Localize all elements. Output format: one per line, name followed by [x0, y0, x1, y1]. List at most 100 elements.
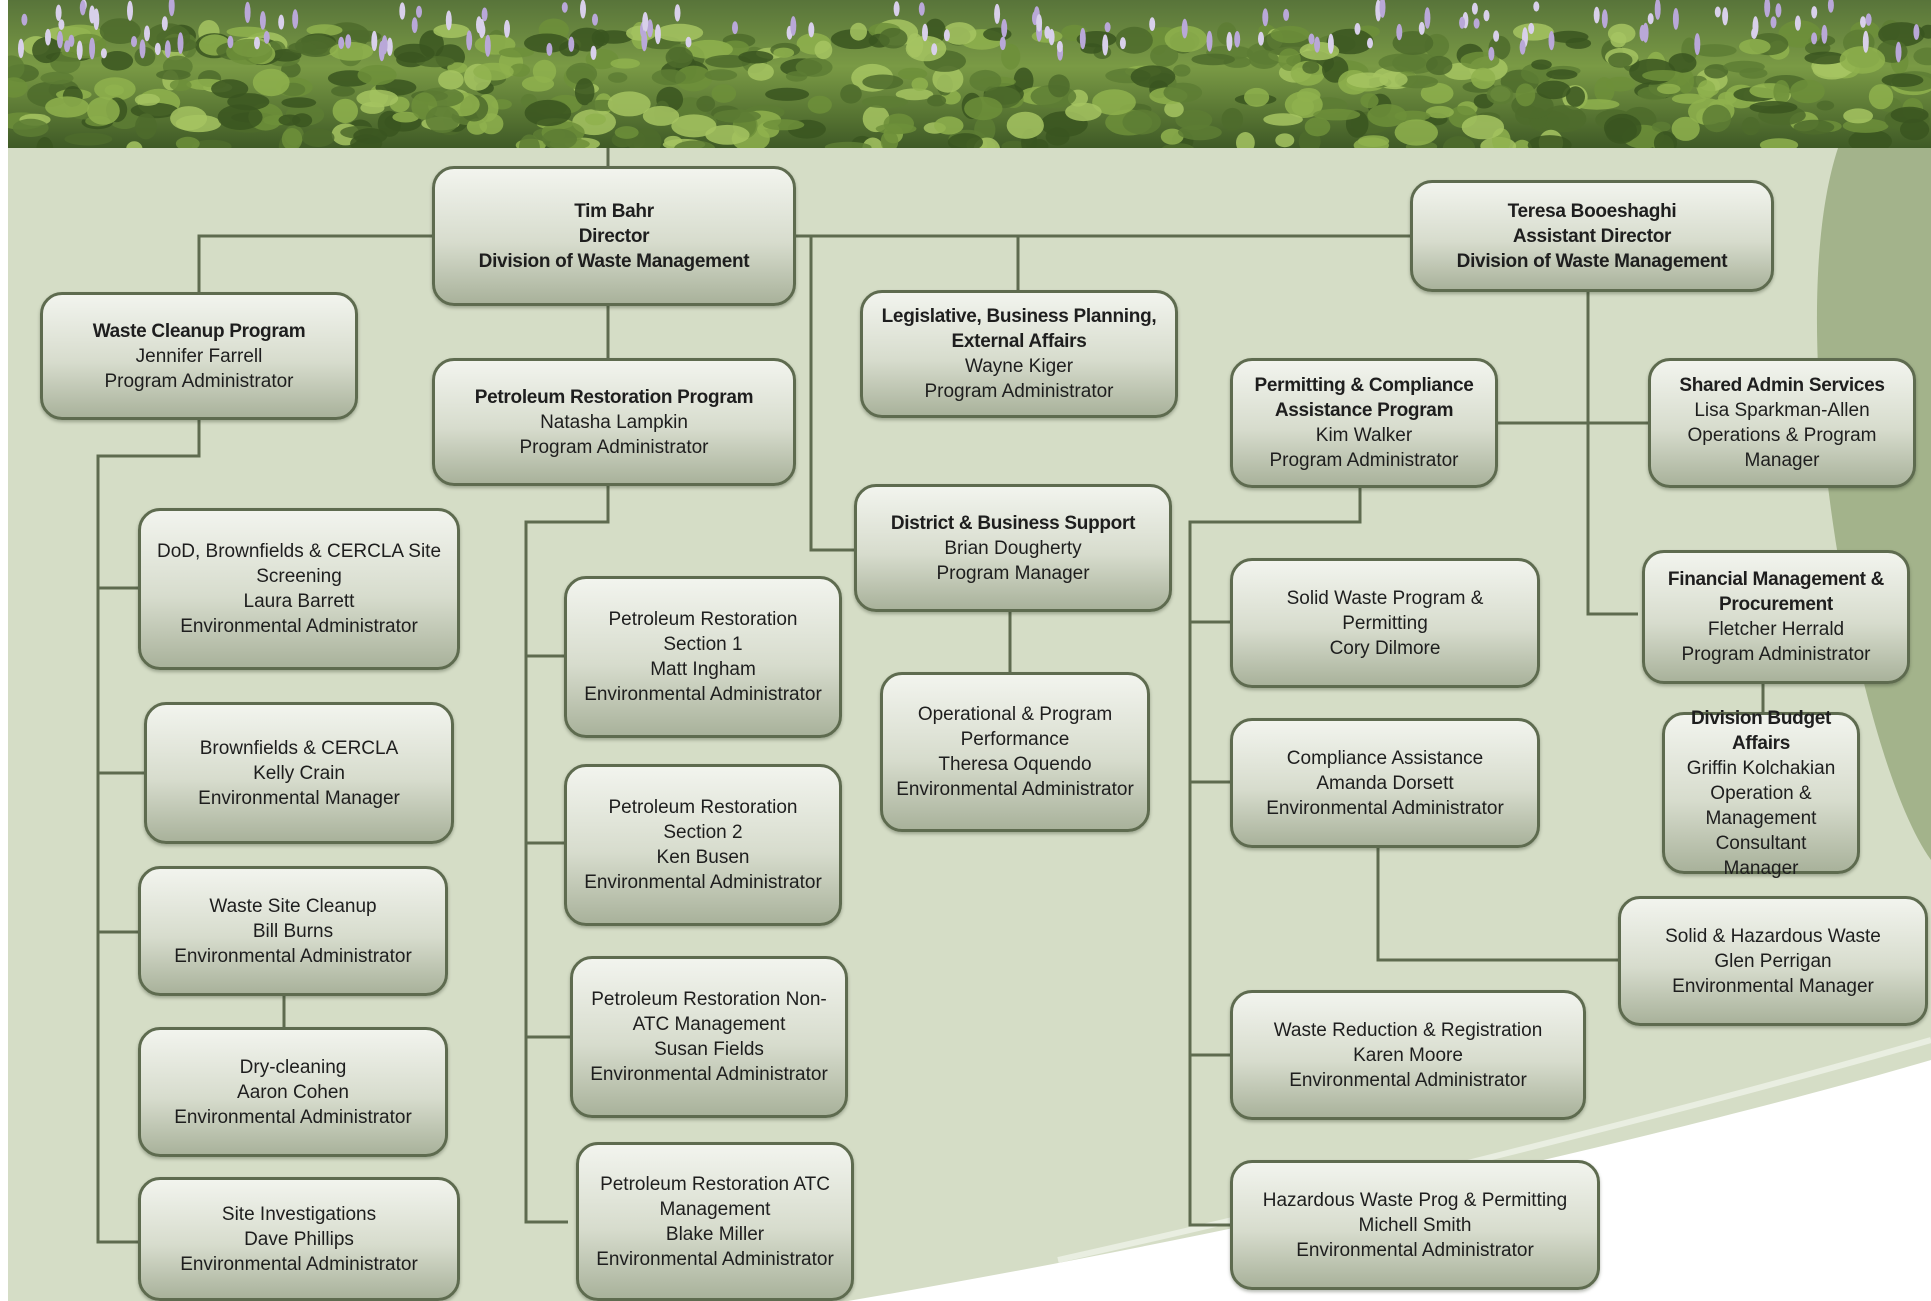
- dod-name: Laura Barrett: [243, 591, 355, 612]
- foliage-banner: [8, 0, 1931, 148]
- budget-role: Operation & Management Consultant Manage…: [1705, 782, 1817, 879]
- org-chart: Tim Bahr Director Division of Waste Mana…: [8, 0, 1931, 1301]
- financial-title: Financial Management & Procurement: [1667, 569, 1885, 615]
- pr-non-atc-title: Petroleum Restoration Non-ATC Management: [591, 989, 827, 1035]
- brownfields-role: Environmental Manager: [198, 787, 400, 809]
- solid-haz-title: Solid & Hazardous Waste: [1665, 925, 1881, 947]
- waste-site-box: Waste Site Cleanup Bill Burns Environmen…: [138, 866, 448, 996]
- pr-non-atc-role: Environmental Administrator: [590, 1064, 828, 1085]
- site-investigations-box: Site Investigations Dave Phillips Enviro…: [138, 1177, 460, 1301]
- hazardous-box: Hazardous Waste Prog & Permitting Michel…: [1230, 1160, 1600, 1290]
- connector-lines: [96, 148, 1765, 1244]
- drycleaning-role: Environmental Administrator: [174, 1106, 412, 1128]
- asst-director-box: Teresa Booeshaghi Assistant Director Div…: [1410, 180, 1774, 292]
- financial-role: Program Administrator: [1681, 644, 1871, 665]
- pr-section1-title: Petroleum Restoration Section 1: [608, 609, 798, 655]
- solid-haz-box: Solid & Hazardous Waste Glen Perrigan En…: [1618, 896, 1928, 1026]
- director-title: Director: [578, 225, 650, 247]
- pr-section1-name: Matt Ingham: [650, 659, 756, 680]
- budget-title: Division Budget Affairs: [1690, 707, 1832, 754]
- legislative-role: Program Administrator: [924, 381, 1114, 402]
- brownfields-name: Kelly Crain: [253, 762, 345, 784]
- pr-atc-role: Environmental Administrator: [596, 1248, 834, 1270]
- petroleum-title: Petroleum Restoration Program: [474, 386, 754, 408]
- waste-cleanup-role: Program Administrator: [104, 370, 294, 392]
- hazardous-role: Environmental Administrator: [1296, 1239, 1534, 1261]
- petroleum-name: Natasha Lampkin: [540, 411, 688, 433]
- drycleaning-name: Aaron Cohen: [237, 1081, 349, 1103]
- drycleaning-box: Dry-cleaning Aaron Cohen Environmental A…: [138, 1027, 448, 1157]
- pr-non-atc-name: Susan Fields: [654, 1039, 764, 1060]
- pr-atc-box: Petroleum Restoration ATC Management Bla…: [576, 1142, 854, 1301]
- compliance-name: Amanda Dorsett: [1316, 772, 1454, 794]
- district-title: District & Business Support: [890, 512, 1136, 534]
- waste-reduction-role: Environmental Administrator: [1289, 1069, 1527, 1091]
- shared-admin-box: Shared Admin Services Lisa Sparkman-Alle…: [1648, 358, 1916, 488]
- asst-director-name: Teresa Booeshaghi: [1507, 200, 1677, 222]
- financial-name: Fletcher Herrald: [1707, 619, 1845, 640]
- operational-box: Operational & Program Performance Theres…: [880, 672, 1150, 832]
- petroleum-box: Petroleum Restoration Program Natasha La…: [432, 358, 796, 486]
- waste-reduction-box: Waste Reduction & Registration Karen Moo…: [1230, 990, 1586, 1120]
- solid-waste-name: Cory Dilmore: [1329, 637, 1441, 659]
- waste-site-title: Waste Site Cleanup: [209, 895, 377, 917]
- petroleum-role: Program Administrator: [519, 436, 709, 458]
- budget-box: Division Budget Affairs Griffin Kolchaki…: [1662, 708, 1860, 879]
- compliance-role: Environmental Administrator: [1266, 797, 1504, 819]
- permitting-title: Permitting & Compliance Assistance Progr…: [1254, 375, 1474, 421]
- permitting-box: Permitting & Compliance Assistance Progr…: [1230, 358, 1498, 488]
- dod-box: DoD, Brownfields & CERCLA Site Screening…: [138, 508, 460, 670]
- pr-section1-role: Environmental Administrator: [584, 684, 822, 705]
- pr-section2-title: Petroleum Restoration Section 2: [608, 797, 798, 843]
- legislative-box: Legislative, Business Planning, External…: [860, 290, 1178, 418]
- drycleaning-title: Dry-cleaning: [239, 1056, 347, 1078]
- brownfields-box: Brownfields & CERCLA Kelly Crain Environ…: [144, 702, 454, 844]
- district-role: Program Manager: [936, 562, 1090, 584]
- solid-waste-box: Solid Waste Program & Permitting Cory Di…: [1230, 558, 1540, 688]
- dod-role: Environmental Administrator: [180, 616, 418, 637]
- site-investigations-name: Dave Phillips: [244, 1228, 354, 1250]
- waste-cleanup-title: Waste Cleanup Program: [92, 320, 306, 342]
- waste-reduction-name: Karen Moore: [1353, 1044, 1463, 1066]
- pr-atc-title: Petroleum Restoration ATC Management: [600, 1173, 830, 1220]
- shared-admin-name: Lisa Sparkman-Allen: [1694, 400, 1870, 421]
- brownfields-title: Brownfields & CERCLA: [199, 737, 399, 759]
- director-name: Tim Bahr: [574, 200, 654, 222]
- district-name: Brian Dougherty: [944, 537, 1082, 559]
- asst-director-title: Assistant Director: [1512, 225, 1672, 247]
- compliance-box: Compliance Assistance Amanda Dorsett Env…: [1230, 718, 1540, 848]
- compliance-title: Compliance Assistance: [1286, 747, 1484, 769]
- waste-site-role: Environmental Administrator: [174, 945, 412, 967]
- hazardous-name: Michell Smith: [1358, 1214, 1472, 1236]
- legislative-name: Wayne Kiger: [964, 356, 1074, 377]
- solid-waste-title: Solid Waste Program & Permitting: [1286, 587, 1484, 634]
- legislative-title: Legislative, Business Planning, External…: [881, 306, 1157, 352]
- hazardous-title: Hazardous Waste Prog & Permitting: [1262, 1189, 1568, 1211]
- permitting-name: Kim Walker: [1315, 425, 1413, 446]
- shared-admin-title: Shared Admin Services: [1679, 375, 1885, 396]
- pr-section2-role: Environmental Administrator: [584, 872, 822, 893]
- site-investigations-role: Environmental Administrator: [180, 1253, 418, 1275]
- budget-name: Griffin Kolchakian: [1686, 757, 1836, 779]
- pr-atc-name: Blake Miller: [665, 1223, 765, 1245]
- site-investigations-title: Site Investigations: [221, 1203, 377, 1225]
- financial-box: Financial Management & Procurement Fletc…: [1642, 550, 1910, 684]
- waste-site-name: Bill Burns: [252, 920, 334, 942]
- waste-cleanup-name: Jennifer Farrell: [135, 345, 263, 367]
- operational-role: Environmental Administrator: [896, 779, 1134, 800]
- operational-title: Operational & Program Performance: [917, 704, 1113, 750]
- solid-haz-name: Glen Perrigan: [1714, 950, 1832, 972]
- director-division: Division of Waste Management: [478, 250, 750, 272]
- shared-admin-role: Operations & Program Manager: [1687, 425, 1877, 471]
- dod-title: DoD, Brownfields & CERCLA Site Screening: [156, 541, 442, 587]
- solid-haz-role: Environmental Manager: [1672, 975, 1874, 997]
- pr-section2-name: Ken Busen: [656, 847, 750, 868]
- pr-non-atc-box: Petroleum Restoration Non-ATC Management…: [570, 956, 848, 1118]
- pr-section2-box: Petroleum Restoration Section 2 Ken Buse…: [564, 764, 842, 926]
- operational-name: Theresa Oquendo: [938, 754, 1092, 775]
- director-box: Tim Bahr Director Division of Waste Mana…: [432, 166, 796, 306]
- district-box: District & Business Support Brian Doughe…: [854, 484, 1172, 612]
- waste-reduction-title: Waste Reduction & Registration: [1273, 1019, 1543, 1041]
- asst-director-division: Division of Waste Management: [1456, 250, 1728, 272]
- permitting-role: Program Administrator: [1269, 450, 1459, 471]
